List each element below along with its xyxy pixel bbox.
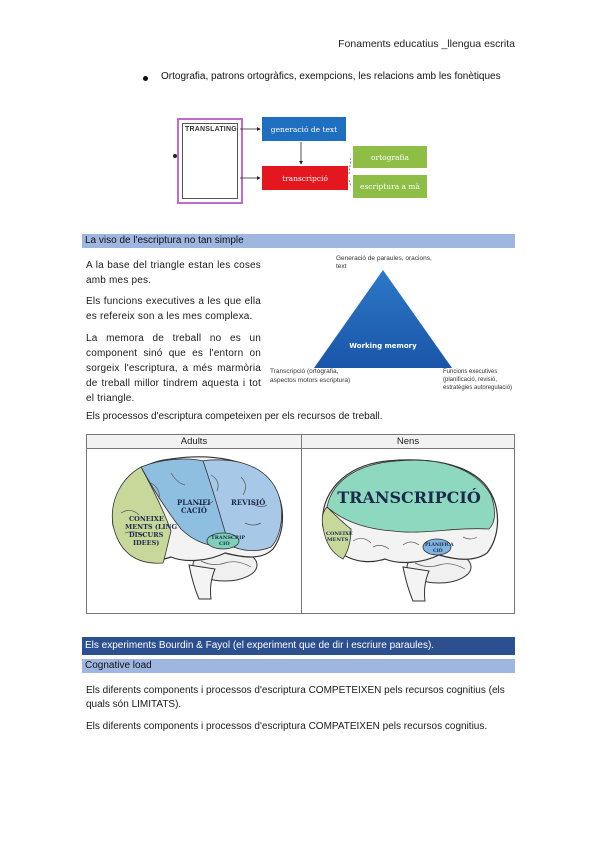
translating-box: TRANSLATING (177, 118, 243, 204)
nens-label-coneixement-2: MENTS (327, 537, 349, 543)
paragraph-competeixen-2: quals són LIMITATS). (86, 699, 182, 710)
diagram-connectors (173, 127, 352, 188)
table-divider (301, 435, 302, 613)
adults-label-planificacio-1: PLANIFI (177, 498, 211, 507)
triangle-bottom-left-label: Transcripció (ortografia, aspectos motor… (270, 368, 351, 384)
section-title-cognitive-load: Cognative load (82, 659, 515, 673)
adults-label-coneixement-3: DISCURS (129, 531, 164, 539)
triangle-bottom-right-label: Funcions executives (planificació, revis… (443, 369, 513, 391)
paragraph-funcions: Els funcions executives a les que ella e… (86, 296, 261, 322)
working-memory-label: Working memory (349, 342, 417, 350)
transcripcio-box: transcripció (262, 166, 348, 190)
table-header-nens: Nens (302, 435, 514, 449)
generacio-box: generació de text (262, 117, 346, 141)
working-memory-triangle: Working memory (314, 270, 452, 368)
bullet-text: Ortografia, patrons ortogràfics, exempci… (161, 71, 501, 82)
brain-comparison-table: Adults Nens CONEIXE MENTS (LING DISCURS … (86, 434, 515, 614)
adults-label-coneixement-4: IDEES) (133, 539, 159, 547)
nens-label-planificacio-1: PLANIFICA (425, 542, 454, 548)
translating-inner: TRANSLATING (182, 123, 238, 199)
section-title-experiments: Els experiments Bourdin & Fayol (el expe… (82, 637, 515, 655)
paragraph-competeixen-1: Els diferents components i processos d'e… (86, 685, 505, 696)
ortografia-box: ortografia (353, 146, 427, 168)
paragraph-compateixen: Els diferents components i processos d'e… (86, 721, 488, 732)
nens-label-transcripcio: TRANSCRIPCIÓ (337, 487, 481, 507)
adults-label-revisio: REVISIÓ (231, 498, 265, 507)
nens-brain-image: TRANSCRIPCIÓ CONEIXE MENTS PLANIFICA CIÓ (321, 459, 499, 602)
translating-label: TRANSLATING (185, 126, 237, 133)
adults-label-coneixement-1: CONEIXE (129, 515, 164, 523)
triangle-top-label: Generació de paraules, oracions, text (336, 255, 432, 270)
table-header-adults: Adults (87, 435, 302, 449)
adults-label-planificacio-2: CACIÓ (181, 506, 207, 515)
bullet-marker (143, 76, 148, 81)
adults-label-coneixement-2: MENTS (LING (125, 523, 178, 531)
paragraph-memoria: La memora de treball no es un component … (86, 333, 261, 404)
section-title-vision: La viso de l'escriptura no tan simple (82, 234, 515, 248)
nens-label-coneixement-1: CONEIXE (326, 531, 353, 537)
adults-label-transcripcio-2: CIÓ (219, 539, 230, 547)
adults-brain-image: CONEIXE MENTS (LING DISCURS IDEES) PLANI… (111, 456, 283, 600)
nens-label-planificacio-2: CIÓ (433, 546, 443, 554)
paragraph-processos: Els processos d'escriptura competeixen p… (86, 411, 383, 422)
escriptura-box: escriptura a mà (353, 175, 427, 198)
adults-label-transcripcio-1: TRANSCRIP (211, 535, 245, 541)
page-header: Fonaments educatius _llengua escrita (338, 38, 515, 50)
paragraph-base: A la base del triangle estan les coses a… (86, 260, 261, 286)
